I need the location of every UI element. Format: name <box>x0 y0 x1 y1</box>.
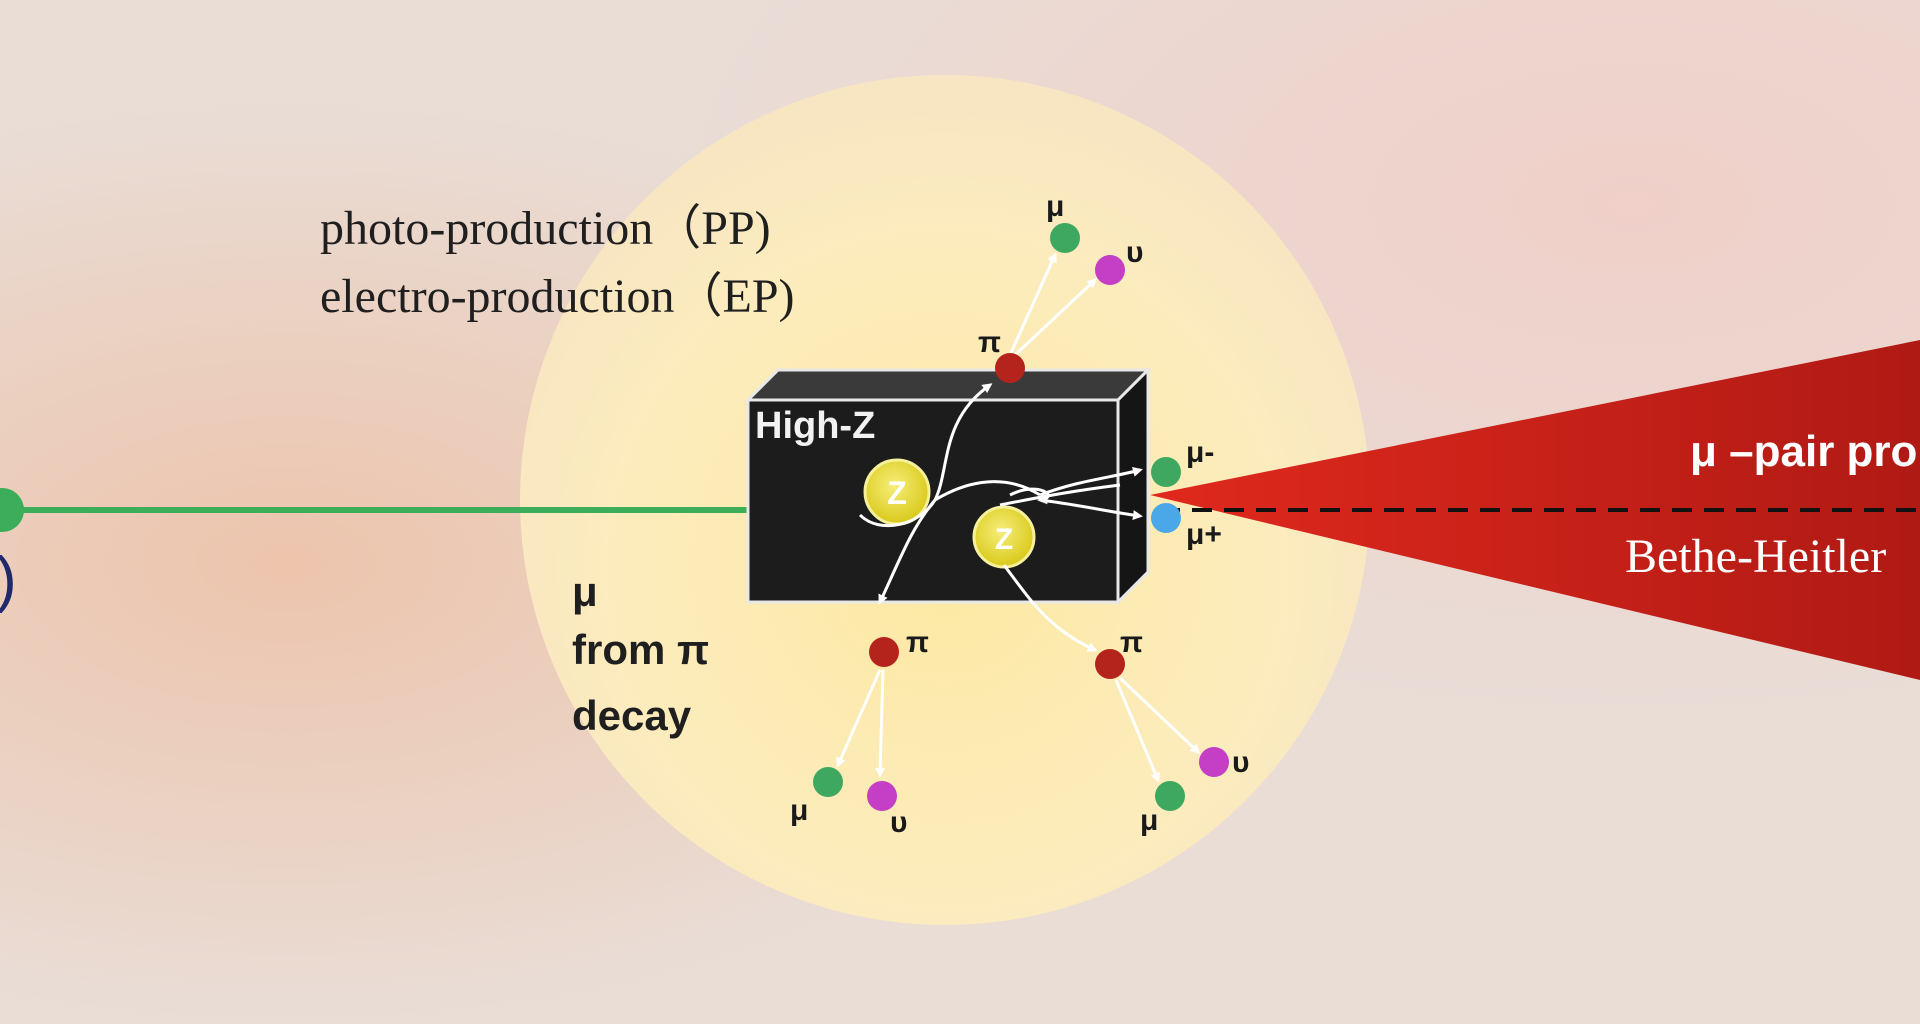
nucleus-2-symbol: Z <box>995 523 1013 556</box>
high-z-target: High-Z <box>744 366 1152 606</box>
neutrino-label-left: υ <box>890 806 907 839</box>
muon-dot-top <box>1050 223 1080 253</box>
interaction-tracks <box>858 383 1143 652</box>
muon-label-top: μ <box>1046 190 1064 223</box>
neutrino-dot-left <box>867 781 897 811</box>
cone-top-label: μ –pair pro <box>1690 427 1917 476</box>
beam-source-dot <box>0 488 24 532</box>
target-label: High-Z <box>755 405 875 447</box>
pion-label-left: π <box>906 626 929 659</box>
neutrino-dot-top <box>1095 255 1125 285</box>
pion-dot-right <box>1095 649 1125 679</box>
photo-production-label: photo-production（PP) <box>320 202 771 255</box>
decay-arrows <box>836 252 1201 783</box>
muon-minus-label: μ- <box>1186 436 1214 469</box>
nucleus-2: Z <box>972 505 1036 569</box>
pion-dot-top <box>995 353 1025 383</box>
beam-label-partial: ) <box>0 545 17 614</box>
pion-dot-left <box>869 637 899 667</box>
pion-label-right: π <box>1120 626 1143 659</box>
pair-production-cone <box>1150 340 1920 680</box>
muon-minus-dot <box>1151 457 1181 487</box>
muon-dot-left <box>813 767 843 797</box>
cone-bottom-label: Bethe-Heitler <box>1625 530 1886 583</box>
neutrino-dot-right <box>1199 747 1229 777</box>
neutrino-label-top: υ <box>1126 236 1143 269</box>
muon-plus-dot <box>1151 503 1181 533</box>
decay-note-line3: decay <box>572 692 692 739</box>
electro-production-label: electro-production（EP) <box>320 270 795 323</box>
decay-note-line2: from π <box>572 626 709 673</box>
muon-label-left: μ <box>790 794 808 827</box>
muon-label-right: μ <box>1140 804 1158 837</box>
decay-note-line1: μ <box>572 568 598 615</box>
nucleus-1-symbol: Z <box>887 475 907 511</box>
muon-dot-right <box>1155 781 1185 811</box>
muon-plus-label: μ+ <box>1186 518 1222 551</box>
pion-label-top: π <box>978 326 1001 359</box>
neutrino-label-right: υ <box>1232 746 1249 779</box>
